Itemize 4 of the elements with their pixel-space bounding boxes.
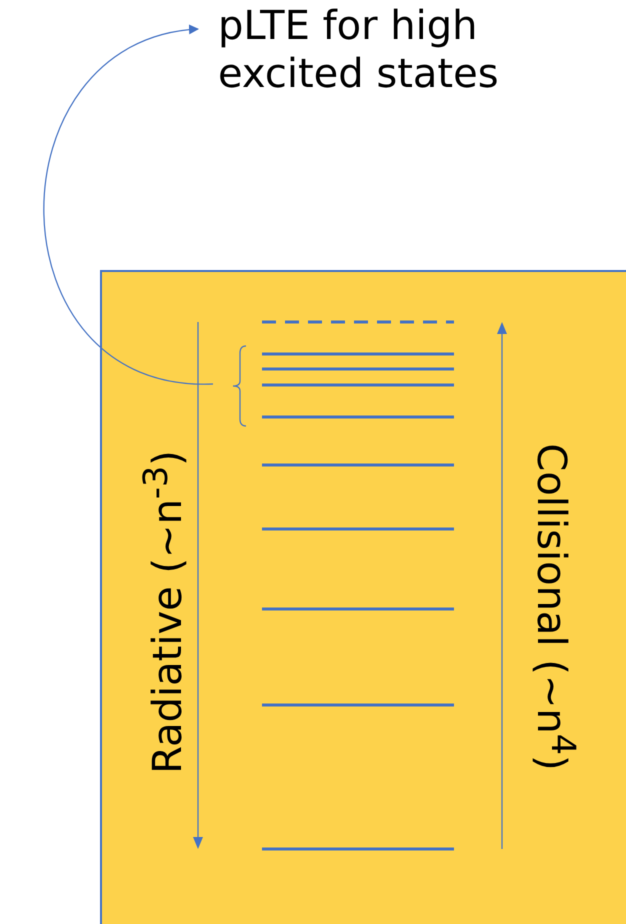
curved-arrow [43,26,214,385]
annotation-text: pLTE for high excited states [218,2,578,112]
level-panel [100,270,626,924]
curly-bracket [232,345,248,427]
